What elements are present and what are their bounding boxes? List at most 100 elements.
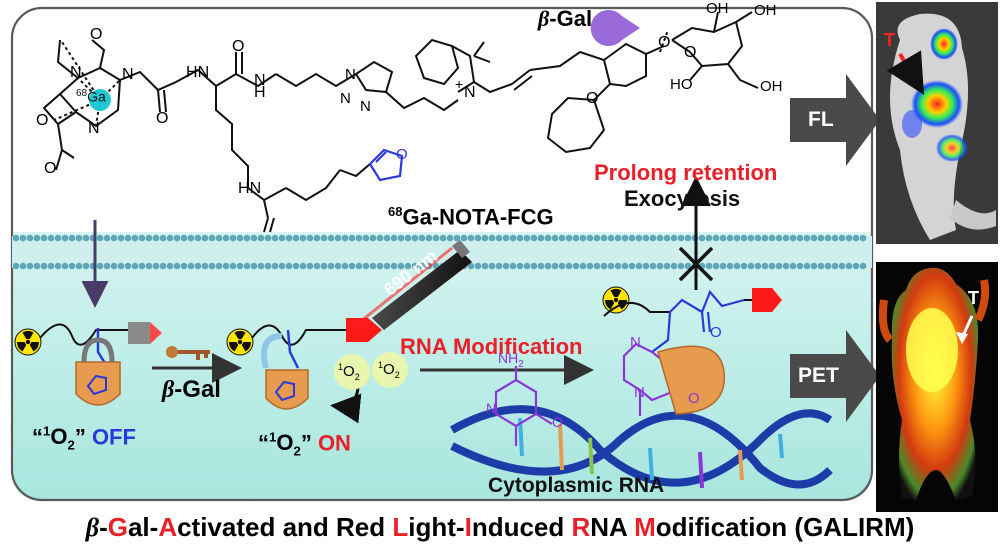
tumor-label-pet: T	[968, 288, 979, 308]
product-o: O	[688, 390, 700, 407]
probe-off	[39, 322, 210, 406]
membrane-lipid-head	[516, 262, 524, 270]
membrane-lipid-head	[306, 262, 314, 270]
membrane-lipid-head	[474, 234, 482, 242]
membrane-lipid-head	[726, 234, 734, 242]
singlet-oxygen-b: 1O2	[378, 360, 400, 380]
indolium-plus: +	[455, 76, 464, 92]
membrane-lipid-head	[124, 234, 132, 242]
membrane-lipid-head	[110, 234, 118, 242]
cytidine-o: O	[552, 414, 563, 430]
nota-oxygen-3: O	[44, 160, 57, 177]
off-singlet-o2: 1O2	[43, 424, 75, 453]
xanthene-oxygen: O	[586, 90, 599, 107]
membrane-lipid-head	[551, 234, 559, 242]
title-part-5: ctivated and Red	[177, 512, 393, 542]
membrane-lipid-head	[628, 234, 636, 242]
membrane-lipid-head	[740, 262, 748, 270]
membrane-lipid-head	[600, 262, 608, 270]
membrane-lipid-head	[460, 234, 468, 242]
singlet-oxygen-a-text: 1O2	[338, 362, 360, 382]
membrane-lipid-head	[243, 234, 251, 242]
membrane-lipid-head	[173, 234, 181, 242]
radioactive-icon	[226, 328, 254, 356]
product-n-1: N	[630, 334, 641, 351]
membrane-lipid-head	[40, 234, 48, 242]
membrane-lipid-head	[705, 234, 713, 242]
rna-helix	[450, 405, 833, 489]
membrane-lipid-head	[551, 262, 559, 270]
amide-nh-1: HN	[186, 64, 209, 82]
membrane-lipid-head	[313, 262, 321, 270]
membrane-lipid-head	[761, 234, 769, 242]
membrane-lipid-head	[201, 262, 209, 270]
title-part-7: ight-	[408, 512, 465, 542]
product-ketone-o: O	[710, 324, 722, 341]
membrane-lipid-head	[677, 234, 685, 242]
membrane-lipid-head	[663, 262, 671, 270]
membrane-lipid-head	[180, 262, 188, 270]
membrane-lipid-head	[278, 262, 286, 270]
membrane-lipid-head	[341, 234, 349, 242]
membrane-lipid-head	[404, 234, 412, 242]
membrane-lipid-head	[201, 234, 209, 242]
membrane-lipid-head	[572, 262, 580, 270]
membrane-lipid-head	[54, 262, 62, 270]
membrane-lipid-head	[229, 262, 237, 270]
membrane-lipid-head	[803, 234, 811, 242]
membrane-lipid-head	[523, 262, 531, 270]
amide-nh-3: HN	[238, 180, 261, 198]
title-part-9: nduced	[471, 512, 572, 542]
ga-label: 68Ga	[76, 88, 106, 105]
membrane-lipid-head	[502, 234, 510, 242]
membrane-lipid-head	[642, 262, 650, 270]
membrane-lipid-head	[103, 262, 111, 270]
ga-atom	[89, 89, 111, 111]
membrane-lipid-head	[40, 262, 48, 270]
membrane-lipid-head	[299, 234, 307, 242]
amide-oxygen-2: O	[232, 38, 245, 55]
compound-name-rest: Ga-NOTA-FCG	[402, 204, 554, 230]
membrane-lipid-head	[719, 262, 727, 270]
title-part-6: L	[392, 512, 409, 542]
membrane-lipid-head	[684, 262, 692, 270]
cell-membrane	[12, 234, 872, 270]
membrane-lipid-head	[411, 262, 419, 270]
membrane-lipid-head	[166, 234, 174, 242]
membrane-lipid-head	[159, 262, 167, 270]
nota-nitrogen-3: N	[88, 120, 100, 137]
membrane-lipid-head	[628, 262, 636, 270]
cytoplasmic-rna-label: Cytoplasmic RNA	[488, 474, 665, 497]
membrane-lipid-head	[187, 262, 195, 270]
membrane-lipid-head	[243, 262, 251, 270]
product-n-2: N	[634, 384, 645, 401]
amide-h-2: H	[254, 84, 266, 101]
sugar-ho: HO	[670, 76, 693, 93]
membrane-lipid-head	[327, 234, 335, 242]
membrane-lipid-head	[215, 234, 223, 242]
membrane-lipid-head	[775, 262, 783, 270]
membrane-lipid-head	[26, 262, 34, 270]
triazole-n-1: N	[345, 66, 356, 83]
membrane-lipid-head	[152, 234, 160, 242]
membrane-lipid-head	[222, 234, 230, 242]
membrane-lipid-head	[348, 234, 356, 242]
amide-oxygen-1: O	[156, 110, 169, 127]
membrane-lipid-head	[593, 234, 601, 242]
membrane-lipid-head	[47, 234, 55, 242]
membrane-lipid-head	[215, 262, 223, 270]
membrane-lipid-head	[159, 234, 167, 242]
membrane-lipid-head	[831, 262, 839, 270]
membrane-lipid-head	[712, 234, 720, 242]
membrane-lipid-head	[754, 234, 762, 242]
membrane-lipid-head	[355, 262, 363, 270]
membrane-lipid-head	[68, 262, 76, 270]
fluorescence-image	[876, 2, 998, 244]
membrane-lipid-head	[635, 234, 643, 242]
membrane-lipid-head	[845, 234, 853, 242]
membrane-lipid-head	[12, 262, 20, 270]
membrane-lipid-head	[537, 262, 545, 270]
title-part-0: β	[85, 513, 100, 542]
off-close-quote: ”	[74, 424, 86, 450]
membrane-lipid-head	[754, 262, 762, 270]
